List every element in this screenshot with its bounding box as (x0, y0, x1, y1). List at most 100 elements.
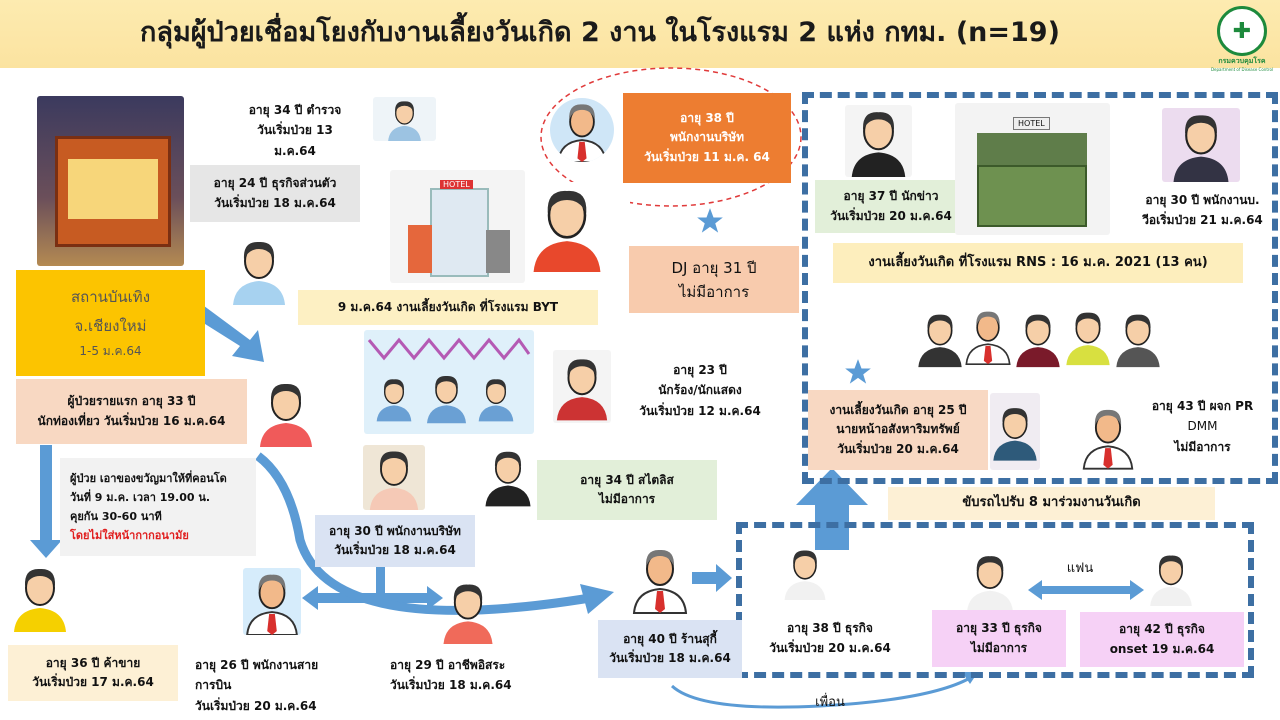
note-line2: วันที่ 9 ม.ค. เวลา 19.00 น. (70, 490, 211, 504)
hotel-sign: HOTEL (440, 180, 473, 189)
rns-hotel-image: HOTEL (955, 103, 1110, 235)
byt-event-label: 9 ม.ค.64 งานเลี้ยงวันเกิด ที่โรงแรม BYT (337, 299, 559, 314)
byt-hotel-image: HOTEL (390, 170, 525, 283)
venue-province: จ.เชียงใหม่ (74, 316, 147, 335)
star-icon (696, 207, 724, 235)
employee30-avatar-image (363, 445, 425, 510)
first-case-line2: นักท่องเที่ยว วันเริ่มป่วย 16 ม.ค.64 (37, 413, 226, 428)
venue-box: สถานบันเทิง จ.เชียงใหม่ 1-5 ม.ค.64 (16, 270, 205, 376)
case-broker-box: งานเลี้ยงวันเกิด อายุ 25 ปี นายหน้าอสังห… (808, 390, 988, 470)
case-employee30b: อายุ 30 ปี พนักงานบ. วีอเริ่มป่วย 21 ม.ค… (1140, 190, 1265, 231)
party-guests-image (917, 310, 1161, 369)
rns-hotel-sign: HOTEL (1013, 117, 1050, 130)
case-employee30-line2: วันเริ่มป่วย 18 ม.ค.64 (334, 543, 456, 557)
case-broker-line2: นายหน้าอสังหาริมทรัพย์ (836, 422, 960, 437)
arrow-partner (1028, 580, 1144, 600)
case-employee30-box: อายุ 30 ปี พนักงานบริษัท วันเริ่มป่วย 18… (315, 515, 475, 567)
police-avatar-image (373, 97, 436, 141)
person-seller-icon (2, 562, 78, 632)
case-airline: อายุ 26 ปี พนักงานสายการบิน วันเริ่มป่วย… (195, 655, 335, 716)
friend-label: เพื่อน (815, 695, 845, 710)
case-business24-line1: อายุ 24 ปี ธุรกิจส่วนตัว (213, 176, 337, 191)
ddc-logo: ✚ กรมควบคุมโรค Department of Disease Con… (1208, 6, 1276, 72)
case-business33-line2: ไม่มีอาการ (970, 640, 1028, 655)
first-case-box: ผู้ป่วยรายแรก อายุ 33 ปี นักท่องเที่ยว ว… (16, 379, 247, 444)
arrow-first-case-down (30, 445, 62, 558)
case-singer: อายุ 23 ปี นักร้อง/นักแสดง วันเริ่มป่วย … (630, 360, 770, 421)
case-business42-line1: อายุ 42 ปี ธุรกิจ (1119, 622, 1205, 637)
case-business38-line2: วันเริ่มป่วย 20 ม.ค.64 (769, 641, 891, 656)
case-airline-line2: วันเริ่มป่วย 20 ม.ค.64 (195, 698, 317, 713)
case-business38: อายุ 38 ปี ธุรกิจ วันเริ่มป่วย 20 ม.ค.64 (765, 618, 895, 659)
case-business38-line1: อายุ 38 ปี ธุรกิจ (787, 621, 873, 635)
singer-avatar-image (553, 350, 611, 423)
case-police: อายุ 34 ปี ตำรวจ วันเริ่มป่วย 13 ม.ค.64 (235, 100, 355, 161)
case-reporter-line2: วันเริ่มป่วย 20 ม.ค.64 (830, 208, 952, 223)
logo-seal-icon: ✚ (1217, 6, 1267, 56)
case-freelance-line1: อายุ 29 ปี อาชีพอิสระ (390, 658, 506, 672)
arrow-to-lower-box (692, 564, 732, 592)
car-group-frame (736, 522, 1254, 678)
curved-arrow-friend (670, 676, 971, 709)
case-business33-line1: อายุ 33 ปี ธุรกิจ (956, 621, 1042, 636)
case-seller-line2: วันเริ่มป่วย 17 ม.ค.64 (32, 675, 154, 689)
case-employee30-line1: อายุ 30 ปี พนักงานบริษัท (329, 523, 461, 538)
venue-dates: 1-5 ม.ค.64 (79, 344, 142, 359)
case-pr-line3: ไม่มีอาการ (1174, 439, 1231, 454)
case-employee38-line2: พนักงานบริษัท (669, 130, 745, 145)
freelance-person-icon (438, 578, 498, 644)
business38-person-icon (780, 545, 830, 600)
case-pr-line2: DMM (1187, 419, 1218, 434)
note-warning: โดยไม่ใส่หน้ากากอนามัย (70, 529, 189, 543)
arrow-stem-employee30 (376, 566, 385, 596)
case-freelance-line2: วันเริ่มป่วย 18 ม.ค.64 (390, 678, 512, 693)
case-sukiyaki-line2: วันเริ่มป่วย 18 ม.ค.64 (609, 651, 731, 665)
case-singer-line1: อายุ 23 ปี (673, 363, 727, 377)
case-business24-line2: วันเริ่มป่วย 18 ม.ค.64 (214, 195, 336, 210)
case-employee38-line3: วันเริ่มป่วย 11 ม.ค. 64 (644, 149, 770, 164)
case-business24-box: อายุ 24 ปี ธุรกิจส่วนตัว วันเริ่มป่วย 18… (190, 165, 360, 222)
arrow-venue-to-first-case (186, 300, 264, 362)
broker-avatar-image (990, 393, 1040, 470)
case-police-line2: วันเริ่มป่วย 13 ม.ค.64 (257, 123, 333, 158)
case-pr: อายุ 43 ปี ผจก PR DMM ไม่มีอาการ (1145, 396, 1260, 457)
logo-text: กรมควบคุมโรค (1218, 57, 1266, 65)
case-stylist-line2: ไม่มีอาการ (598, 492, 656, 506)
case-business42-box: อายุ 42 ปี ธุรกิจ onset 19 ม.ค.64 (1080, 612, 1244, 667)
page-title: กลุ่มผู้ป่วยเชื่อมโยงกับงานเลี้ยงวันเกิด… (140, 17, 1060, 48)
case-broker-line3: วันเริ่มป่วย 20 ม.ค.64 (837, 441, 959, 456)
rns-event-banner: งานเลี้ยงวันเกิด ที่โรงแรม RNS : 16 ม.ค.… (833, 243, 1243, 283)
case-dj-box: DJ อายุ 31 ปี ไม่มีอาการ (629, 246, 799, 313)
title-banner: กลุ่มผู้ป่วยเชื่อมโยงกับงานเลี้ยงวันเกิด… (0, 0, 1280, 72)
case-stylist-box: อายุ 34 ปี สไตลิส ไม่มีอาการ (537, 460, 717, 520)
case-employee38-line1: อายุ 38 ปี (680, 111, 734, 126)
partner-label: แฟน (1066, 561, 1094, 576)
case-employee30b-line1: อายุ 30 ปี พนักงานบ. (1145, 193, 1260, 207)
case-reporter-line1: อายุ 37 ปี นักข่าว (843, 189, 939, 204)
case-seller-line1: อายุ 36 ปี ค้าขาย (45, 655, 141, 670)
case-business42-line2: onset 19 ม.ค.64 (1109, 641, 1215, 656)
airline-avatar-image (243, 568, 301, 635)
arrow-up-to-rns (796, 468, 868, 550)
case-employee30b-line2: วีอเริ่มป่วย 21 ม.ค.64 (1142, 213, 1263, 228)
case-reporter-box: อายุ 37 ปี นักข่าว วันเริ่มป่วย 20 ม.ค.6… (815, 180, 967, 233)
drive-label: ขับรถไปรับ 8 มาร่วมงานวันเกิด (962, 495, 1141, 511)
logo-subtext: Department of Disease Control (1210, 67, 1274, 72)
star-icon (844, 358, 872, 386)
case-airline-line1: อายุ 26 ปี พนักงานสายการบิน (195, 658, 319, 693)
dj-image (527, 182, 630, 272)
stylist-woman-icon (482, 443, 534, 509)
business42-person-icon (1146, 550, 1196, 606)
entertainment-venue-image (37, 96, 184, 266)
bearded-man-icon (228, 235, 290, 305)
note-line3: คุยกัน 30-60 นาที (70, 510, 162, 523)
sukiyaki-man-icon (630, 540, 690, 616)
gift-note-box: ผู้ป่วย เอาของขวัญมาให้ที่คอนโด วันที่ 9… (60, 458, 256, 556)
rns-event-label: งานเลี้ยงวันเกิด ที่โรงแรม RNS : 16 ม.ค.… (868, 254, 1208, 270)
case-stylist-line1: อายุ 34 ปี สไตลิส (580, 472, 674, 487)
case-broker-line1: งานเลี้ยงวันเกิด อายุ 25 ปี (829, 403, 967, 418)
case-employee38-box: อายุ 38 ปี พนักงานบริษัท วันเริ่มป่วย 11… (623, 93, 791, 183)
first-case-person-icon (256, 374, 316, 450)
case-police-line1: อายุ 34 ปี ตำรวจ (248, 103, 342, 117)
